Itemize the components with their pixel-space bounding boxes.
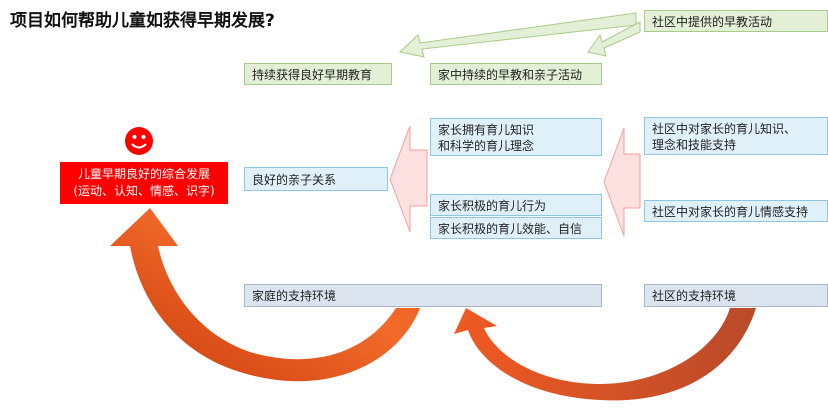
pink-arrow-community-to-family xyxy=(603,127,641,237)
parent-efficacy-box: 家长积极的育儿效能、自信 xyxy=(430,217,602,239)
parent-child-relationship-box: 良好的亲子关系 xyxy=(244,167,388,191)
community-skill-support-box: 社区中对家长的育儿知识、 理念和技能支持 xyxy=(644,117,828,155)
smiley-face-icon xyxy=(124,126,154,156)
pink-arrow-family-to-child xyxy=(389,125,428,233)
community-early-activities-box: 社区中提供的早教活动 xyxy=(644,10,828,32)
page-title: 项目如何帮助儿童如获得早期发展? xyxy=(10,11,275,31)
community-skill-line1: 社区中对家长的育儿知识、 xyxy=(652,122,797,136)
sustained-education-box: 持续获得良好早期教育 xyxy=(244,63,392,85)
orange-arrow-community-to-home xyxy=(454,308,756,401)
parent-knowledge-box: 家长拥有育儿知识 和科学的育儿理念 xyxy=(430,118,602,156)
home-activities-box: 家中持续的早教和亲子活动 xyxy=(430,63,602,85)
outcome-line2: (运动、认知、情感、识字) xyxy=(73,184,215,198)
orange-arrow-home-to-child xyxy=(110,208,420,382)
parent-knowledge-line1: 家长拥有育儿知识 xyxy=(438,123,535,137)
parent-behavior-box: 家长积极的育儿行为 xyxy=(430,194,602,216)
home-environment-box: 家庭的支持环境 xyxy=(244,284,602,307)
parent-knowledge-line2: 和科学的育儿理念 xyxy=(438,139,535,153)
child-outcome-box: 儿童早期良好的综合发展 (运动、认知、情感、识字) xyxy=(60,162,228,204)
community-skill-line2: 理念和技能支持 xyxy=(652,138,737,152)
outcome-line1: 儿童早期良好的综合发展 xyxy=(77,167,210,181)
community-environment-box: 社区的支持环境 xyxy=(644,284,828,307)
green-arrow-to-sustained-edu xyxy=(398,12,637,58)
green-arrow-to-home-activities xyxy=(587,21,641,57)
community-emotional-support-box: 社区中对家长的育儿情感支持 xyxy=(644,200,828,222)
